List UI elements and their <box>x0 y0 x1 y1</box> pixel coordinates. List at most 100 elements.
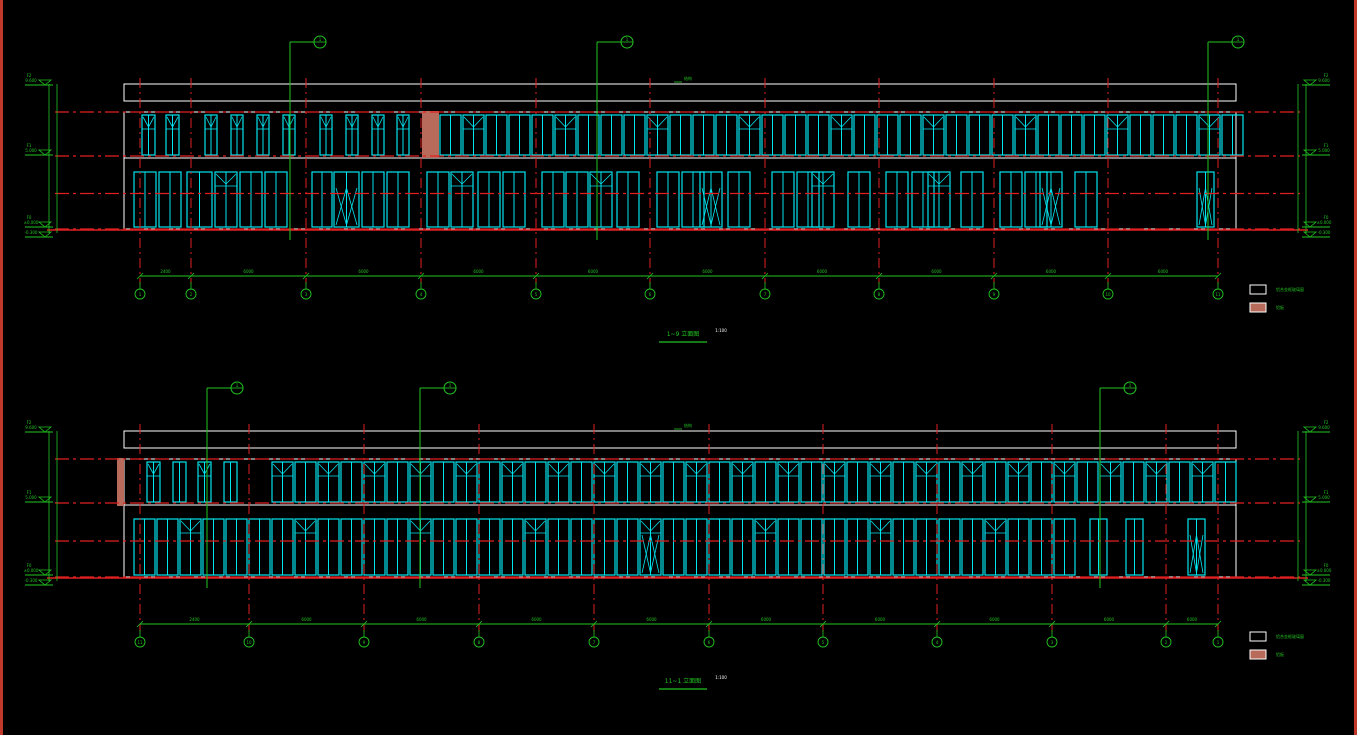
window-opener-line <box>1064 463 1075 475</box>
window-opener-line <box>831 116 842 128</box>
dimension-tick <box>1048 620 1056 628</box>
level-value: -0.300 <box>25 230 38 235</box>
window-opener-line <box>1192 463 1203 475</box>
window-opener-line <box>210 116 217 128</box>
grid-axis-number: 5 <box>535 292 538 297</box>
window-opener-line <box>812 173 824 185</box>
window-opener-line <box>282 463 293 475</box>
dimension-tick <box>1214 620 1222 628</box>
window-opener-line <box>933 116 944 128</box>
level-value: 9.600 <box>25 425 37 430</box>
window-opener-line <box>525 520 536 532</box>
window-opener-line <box>502 463 513 475</box>
window-opener-line <box>1110 463 1121 475</box>
dimension-value: 6000 <box>358 269 369 274</box>
window-opener-line <box>283 116 290 128</box>
level-tag: F2 <box>27 420 32 425</box>
grid-axis-number: 6 <box>708 640 711 645</box>
dimension-value: 6000 <box>473 269 484 274</box>
window-opener-line <box>180 520 191 532</box>
window-opener-line <box>215 173 227 185</box>
legend-label: 铝合金框玻璃窗 <box>1276 286 1304 292</box>
window-opener-line <box>1146 463 1157 475</box>
window-opener-line <box>374 463 385 475</box>
window-opener-line <box>548 463 559 475</box>
dimension-tick <box>646 272 654 280</box>
window-opener-line <box>732 463 743 475</box>
grid-axis-number: 3 <box>305 292 308 297</box>
level-tag: F2 <box>1324 420 1329 425</box>
window-opener-line <box>377 116 384 128</box>
window-opener-line <box>938 173 950 185</box>
dimension-tick <box>1104 272 1112 280</box>
dimension-value: 6000 <box>416 617 427 622</box>
roof-label: 结构 <box>684 422 692 428</box>
dimension-tick <box>532 272 540 280</box>
window-opener-line <box>190 520 201 532</box>
grid-axis-number: 7 <box>764 292 767 297</box>
legend-swatch <box>1249 631 1267 642</box>
level-tag: F1 <box>27 143 32 148</box>
grid-axis-number: 8 <box>878 292 881 297</box>
door-swing-line <box>1198 187 1206 226</box>
window-opener-line <box>535 520 546 532</box>
window-opener-line <box>841 116 852 128</box>
grid-axis-number: 5 <box>822 640 825 645</box>
roof-label: 结构 <box>684 75 692 81</box>
window-opener-line <box>325 116 332 128</box>
grid-axis-number: 11 <box>137 640 143 645</box>
section-marker-number: 1 <box>236 383 239 388</box>
dimension-value: 6000 <box>243 269 254 274</box>
level-value: -0.300 <box>1318 230 1331 235</box>
window-opener-line <box>657 116 668 128</box>
dimension-value: 6000 <box>1046 269 1057 274</box>
window-opener-line <box>351 116 358 128</box>
dimension-tick <box>136 272 144 280</box>
elevation-scale: 1:100 <box>715 675 727 680</box>
window-opener-line <box>305 520 316 532</box>
window-opener-line <box>225 173 237 185</box>
window-opener-line <box>420 463 431 475</box>
legend-label: 铝合金框玻璃窗 <box>1276 633 1304 639</box>
window-opener-line <box>142 116 149 128</box>
window-opener-line <box>604 463 615 475</box>
grid-axis-number: 1 <box>139 292 142 297</box>
level-marker <box>37 149 53 156</box>
dimension-tick <box>990 272 998 280</box>
window-opener-line <box>1054 463 1065 475</box>
door-swing-line <box>701 187 712 226</box>
window-opener-line <box>236 116 243 128</box>
level-marker <box>37 569 53 576</box>
legend-label: 铝板 <box>1276 304 1284 310</box>
window-opener-line <box>372 116 379 128</box>
window-opener-line <box>147 463 154 475</box>
level-marker <box>1302 149 1318 156</box>
dimension-value: 6000 <box>646 617 657 622</box>
dimension-tick <box>1214 272 1222 280</box>
level-tag: F2 <box>27 73 32 78</box>
window-opener-line <box>1209 116 1220 128</box>
dimension-value: 2400 <box>189 617 200 622</box>
window-opener-line <box>257 116 264 128</box>
level-marker <box>1302 231 1318 238</box>
grid-axis-number: 2 <box>190 292 193 297</box>
dimension-tick <box>245 620 253 628</box>
window-opener-line <box>262 116 269 128</box>
section-marker-number: 1 <box>1129 383 1132 388</box>
level-marker <box>1302 496 1318 503</box>
window-opener-line <box>972 463 983 475</box>
window-opener-line <box>765 520 776 532</box>
window-opener-line <box>788 463 799 475</box>
window-opener-line <box>364 463 375 475</box>
sheet-border-left <box>0 0 3 735</box>
grid-axis-number: 7 <box>593 640 596 645</box>
grid-axis-number: 4 <box>420 292 423 297</box>
level-value: ±0.000 <box>1317 568 1332 573</box>
window-opener-line <box>346 116 353 128</box>
level-value: 5.000 <box>1318 495 1330 500</box>
level-tag: F1 <box>1324 143 1329 148</box>
dimension-value: 6000 <box>1187 617 1198 622</box>
level-marker <box>37 221 53 228</box>
window-opener-line <box>1202 463 1213 475</box>
